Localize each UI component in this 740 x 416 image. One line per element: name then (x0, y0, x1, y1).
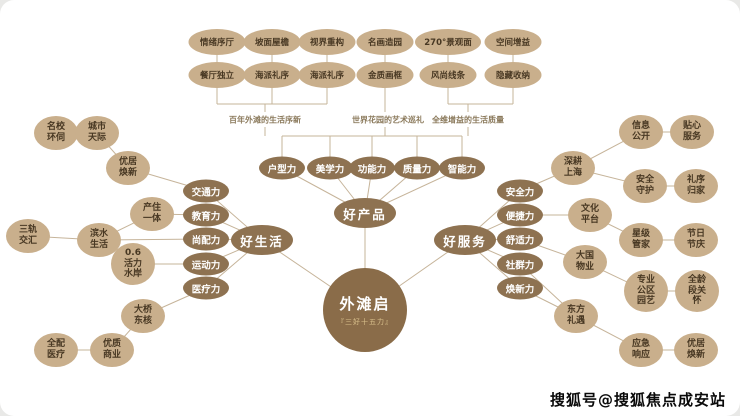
product-power: 户型力 (259, 156, 305, 180)
life-leaf: 全配医疗 (34, 333, 78, 367)
life-leaf: 优居焕新 (106, 151, 150, 185)
branch-product: 好产品 (334, 198, 396, 228)
product-feature: 视界重构 (298, 29, 356, 55)
life-leaf: 0.6活力水岸 (111, 243, 155, 285)
service-power: 社群力 (497, 252, 543, 276)
product-power: 功能力 (349, 156, 395, 180)
life-leaf: 优质商业 (90, 333, 134, 367)
service-leaf: 安全守护 (623, 169, 667, 203)
life-power: 运动力 (183, 252, 229, 276)
product-feature: 餐厅独立 (188, 62, 246, 88)
life-leaf: 城市天际 (75, 116, 119, 150)
center-node: 外滩启 『三好十五力』 (323, 268, 407, 352)
service-leaf: 专业公区园艺 (624, 270, 668, 312)
product-feature: 名画造园 (356, 29, 414, 55)
branch-service: 好服务 (434, 225, 496, 255)
service-leaf: 贴心服务 (670, 115, 714, 149)
center-title: 外滩启 (339, 295, 391, 313)
service-leaf: 深耕上海 (551, 151, 595, 185)
life-leaf: 名校环伺 (34, 116, 78, 150)
service-leaf: 东方礼遇 (554, 299, 598, 333)
product-feature: 海派礼序 (243, 62, 301, 88)
service-leaf: 大国物业 (563, 245, 607, 279)
product-feature: 风尚线条 (419, 62, 477, 88)
center-subtitle: 『三好十五力』 (337, 318, 393, 326)
service-leaf: 优居焕新 (674, 333, 718, 367)
life-leaf: 产住一体 (130, 197, 174, 231)
product-feature: 270°景观面 (415, 29, 481, 55)
watermark: 搜狐号@搜狐焦点成安站 (549, 391, 726, 409)
product-feature: 隐藏收纳 (484, 62, 542, 88)
product-power: 质量力 (394, 156, 440, 180)
product-feature: 坡面屋檐 (243, 29, 301, 55)
service-leaf: 礼序归家 (674, 169, 718, 203)
product-feature: 金质画框 (356, 62, 414, 88)
life-leaf: 三轨交汇 (6, 219, 50, 253)
product-note: 百年外滩的生活序新 (229, 115, 301, 125)
service-power: 焕新力 (497, 276, 543, 300)
service-power: 舒适力 (497, 227, 543, 251)
service-leaf: 文化平台 (568, 198, 612, 232)
product-feature: 情绪序厅 (188, 29, 246, 55)
service-leaf: 信息公开 (619, 115, 663, 149)
life-leaf: 滨水生活 (77, 223, 121, 257)
product-power: 美学力 (307, 156, 353, 180)
service-leaf: 应急响应 (619, 333, 663, 367)
service-leaf: 全龄段关怀 (675, 270, 719, 312)
branch-life: 好生活 (231, 225, 293, 255)
product-power: 智能力 (439, 156, 485, 180)
life-power: 教育力 (183, 203, 229, 227)
life-power: 交通力 (183, 179, 229, 203)
product-feature: 空间增益 (484, 29, 542, 55)
life-leaf: 大桥东核 (121, 299, 165, 333)
service-power: 安全力 (497, 179, 543, 203)
service-leaf: 节日节庆 (674, 223, 718, 257)
life-power: 医疗力 (183, 276, 229, 300)
service-power: 便捷力 (497, 203, 543, 227)
product-feature: 海派礼序 (298, 62, 356, 88)
life-power: 尚配力 (183, 227, 229, 251)
service-leaf: 星级管家 (619, 223, 663, 257)
product-note: 世界花园的艺术巡礼 (352, 115, 424, 125)
product-note: 全维增益的生活质量 (432, 115, 504, 125)
